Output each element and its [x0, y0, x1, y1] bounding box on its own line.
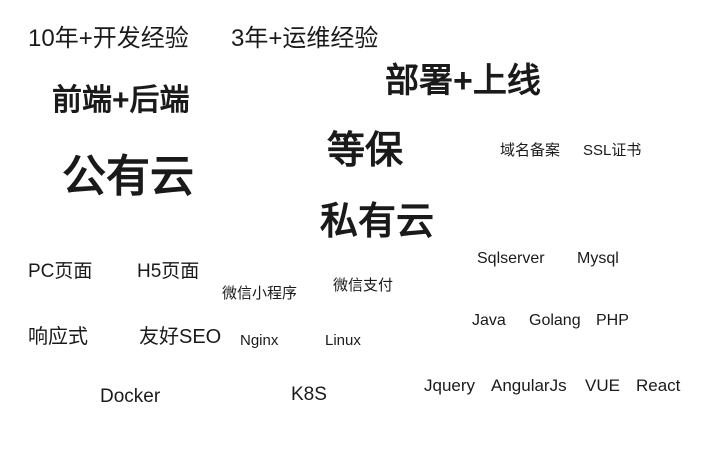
- word-seo-friendly: 友好SEO: [139, 326, 222, 348]
- word-react: React: [636, 376, 681, 395]
- word-3-years-ops-experience: 3年+运维经验: [231, 25, 379, 52]
- word-deploy-launch: 部署+上线: [385, 62, 541, 100]
- word-sqlserver: Sqlserver: [477, 250, 545, 267]
- word-private-cloud: 私有云: [320, 201, 435, 243]
- word-php: PHP: [596, 312, 629, 329]
- word-linux: Linux: [325, 332, 361, 349]
- word-java: Java: [472, 312, 506, 329]
- word-pc-pages: PC页面: [28, 261, 93, 282]
- word-wechat-mini-program: 微信小程序: [222, 285, 298, 302]
- word-public-cloud: 公有云: [62, 152, 194, 201]
- word-frontend-backend: 前端+后端: [52, 84, 190, 117]
- word-angularjs: AngularJs: [491, 376, 567, 395]
- word-vue: VUE: [585, 376, 620, 395]
- word-h5-pages: H5页面: [137, 261, 200, 282]
- word-wechat-pay: 微信支付: [333, 277, 394, 294]
- word-ssl-certificate: SSL证书: [583, 142, 642, 159]
- word-10-years-dev-experience: 10年+开发经验: [28, 25, 189, 52]
- word-domain-filing: 域名备案: [500, 142, 561, 159]
- word-responsive: 响应式: [28, 326, 88, 348]
- word-nginx: Nginx: [240, 332, 279, 349]
- word-docker: Docker: [100, 386, 161, 407]
- word-mysql: Mysql: [577, 250, 619, 267]
- word-k8s: K8S: [291, 384, 327, 405]
- word-level-protection: 等保: [327, 130, 404, 172]
- word-jquery: Jquery: [424, 376, 476, 395]
- word-golang: Golang: [529, 312, 581, 329]
